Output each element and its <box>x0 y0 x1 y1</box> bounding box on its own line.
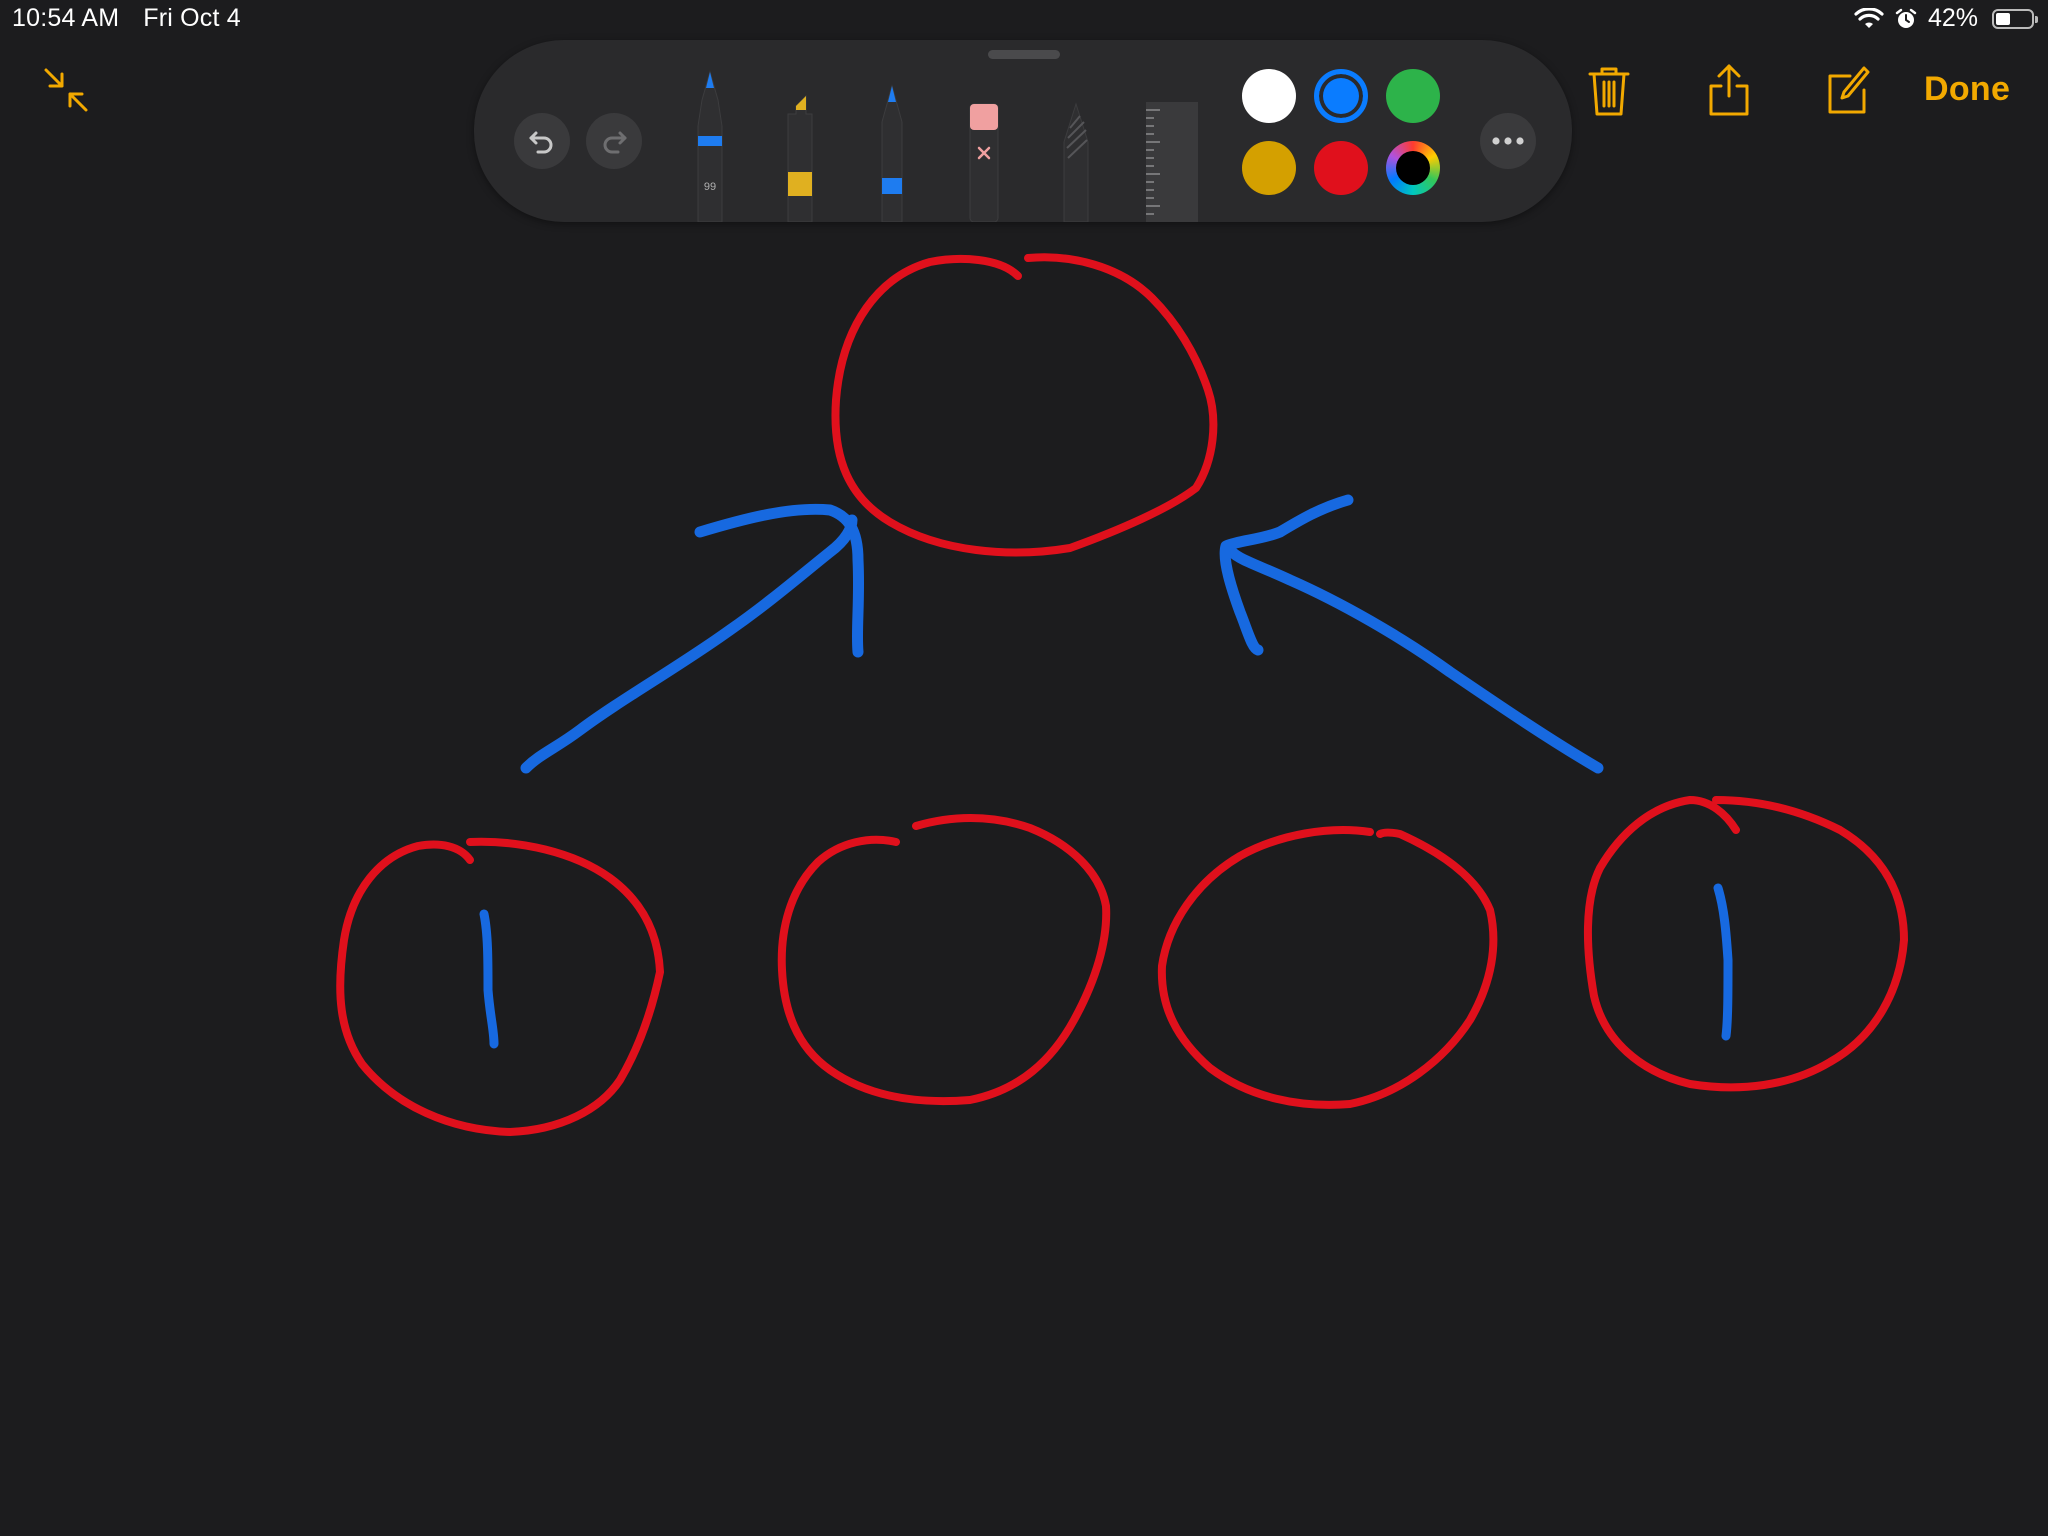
color-blue-swatch-selected[interactable] <box>1314 69 1368 123</box>
minimize-icon[interactable] <box>40 64 92 116</box>
marker-tool[interactable] <box>778 66 822 222</box>
wifi-icon <box>1854 7 1884 28</box>
alarm-icon <box>1895 8 1917 28</box>
undo-button[interactable] <box>514 113 570 169</box>
right-arrow-head <box>1219 494 1354 656</box>
color-picker-inner <box>1396 151 1430 185</box>
left-arrow-head <box>694 503 865 658</box>
status-bar-right: 42% <box>1854 4 2038 33</box>
bottom-circle-4-line <box>1713 883 1733 1041</box>
right-arrow-shaft <box>1226 546 1604 774</box>
bottom-circle-2-stroke <box>777 814 1111 1106</box>
pencil-tool[interactable] <box>870 66 914 222</box>
palette-grabber[interactable] <box>988 50 1060 59</box>
compose-icon[interactable] <box>1820 62 1874 120</box>
redo-icon <box>603 131 627 154</box>
undo-icon <box>529 131 553 154</box>
color-yellow-swatch[interactable] <box>1242 141 1296 195</box>
color-green-swatch[interactable] <box>1386 69 1440 123</box>
ellipsis-icon <box>1492 137 1524 145</box>
delete-icon[interactable] <box>1582 62 1636 120</box>
battery-fill <box>1996 12 2010 25</box>
color-red-swatch[interactable] <box>1314 141 1368 195</box>
battery-percent: 42% <box>1927 4 1978 32</box>
color-picker-swatch[interactable] <box>1386 141 1440 195</box>
bottom-circle-4-stroke <box>1583 796 1908 1092</box>
status-date: Fri Oct 4 <box>143 4 241 32</box>
pen-width-label: 99 <box>704 181 716 193</box>
more-button[interactable] <box>1480 113 1536 169</box>
redo-button[interactable] <box>586 113 642 169</box>
battery-icon <box>1992 8 2038 29</box>
left-arrow-shaft <box>520 514 858 774</box>
bottom-circle-1-line <box>479 909 499 1049</box>
tool-palette: 99 <box>474 40 1572 222</box>
ruler-tool[interactable] <box>1140 66 1200 222</box>
status-bar-left: 10:54 AM Fri Oct 4 <box>12 4 241 33</box>
share-icon[interactable] <box>1702 62 1756 120</box>
lasso-tool[interactable] <box>1054 66 1098 222</box>
top-circle-stroke <box>831 253 1218 557</box>
eraser-tool[interactable] <box>962 66 1006 222</box>
status-time: 10:54 AM <box>12 4 120 32</box>
pen-tool[interactable]: 99 <box>688 66 732 222</box>
bottom-circle-1-stroke <box>336 837 664 1136</box>
done-button[interactable]: Done <box>1924 70 2011 108</box>
color-white-swatch[interactable] <box>1242 69 1296 123</box>
bottom-circle-3-stroke <box>1157 826 1498 1109</box>
